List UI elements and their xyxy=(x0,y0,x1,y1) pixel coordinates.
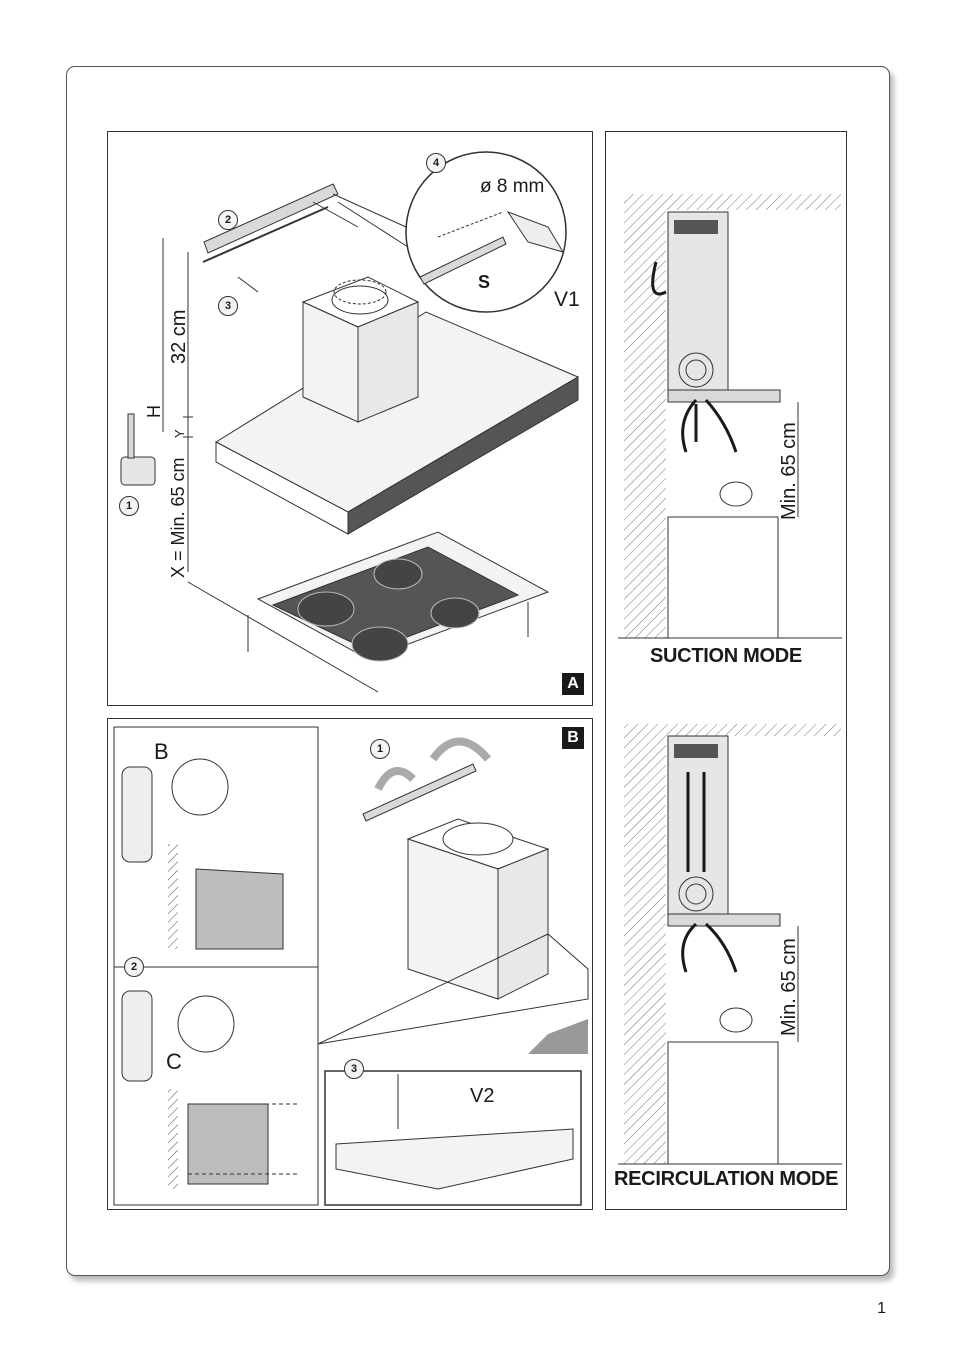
step-1-badge: 1 xyxy=(119,496,139,516)
label-b: B xyxy=(154,739,169,764)
drill-size-label: ø 8 mm xyxy=(480,176,545,197)
bracket-s-label: S xyxy=(478,272,491,292)
recirculation-mode-title: RECIRCULATION MODE xyxy=(614,1168,839,1190)
dim-y-label: Y xyxy=(172,429,187,438)
height-h-label: H xyxy=(144,405,164,418)
panel-modes: Min. 65 cm SUCTION MODE Min. 65 cm RECIR… xyxy=(605,131,847,1210)
b-step-3-badge: 3 xyxy=(344,1059,364,1079)
suction-min-dim-label: Min. 65 cm xyxy=(778,422,800,520)
dim-x-min-65cm-label: X = Min. 65 cm xyxy=(168,457,188,578)
recirculation-min-dim-label: Min. 65 cm xyxy=(778,938,800,1036)
step-4-badge: 4 xyxy=(426,153,446,173)
suction-mode-title: SUCTION MODE xyxy=(650,645,802,667)
panel-a-installation: A 1 2 3 4 ø 8 mm S V1 H 32 cm Y X = Min.… xyxy=(107,131,593,706)
panel-a-tag: A xyxy=(562,673,584,695)
label-c: C xyxy=(166,1049,182,1074)
step-3-badge: 3 xyxy=(218,296,238,316)
screw-v1-label: V1 xyxy=(554,288,580,311)
panel-b-tag: B xyxy=(562,727,584,749)
dim-32cm-label: 32 cm xyxy=(168,309,190,364)
panel-a-illustration xyxy=(120,151,580,693)
b-step-2-badge: 2 xyxy=(124,957,144,977)
b-step-1-badge: 1 xyxy=(370,739,390,759)
step-2-badge: 2 xyxy=(218,210,238,230)
panel-b-illustration xyxy=(113,726,589,1206)
screw-v2-label: V2 xyxy=(470,1085,495,1107)
page-number: 1 xyxy=(877,1300,886,1317)
modes-illustration xyxy=(618,194,842,1165)
panel-b-fixing: B 1 2 3 B C V2 xyxy=(107,718,593,1210)
